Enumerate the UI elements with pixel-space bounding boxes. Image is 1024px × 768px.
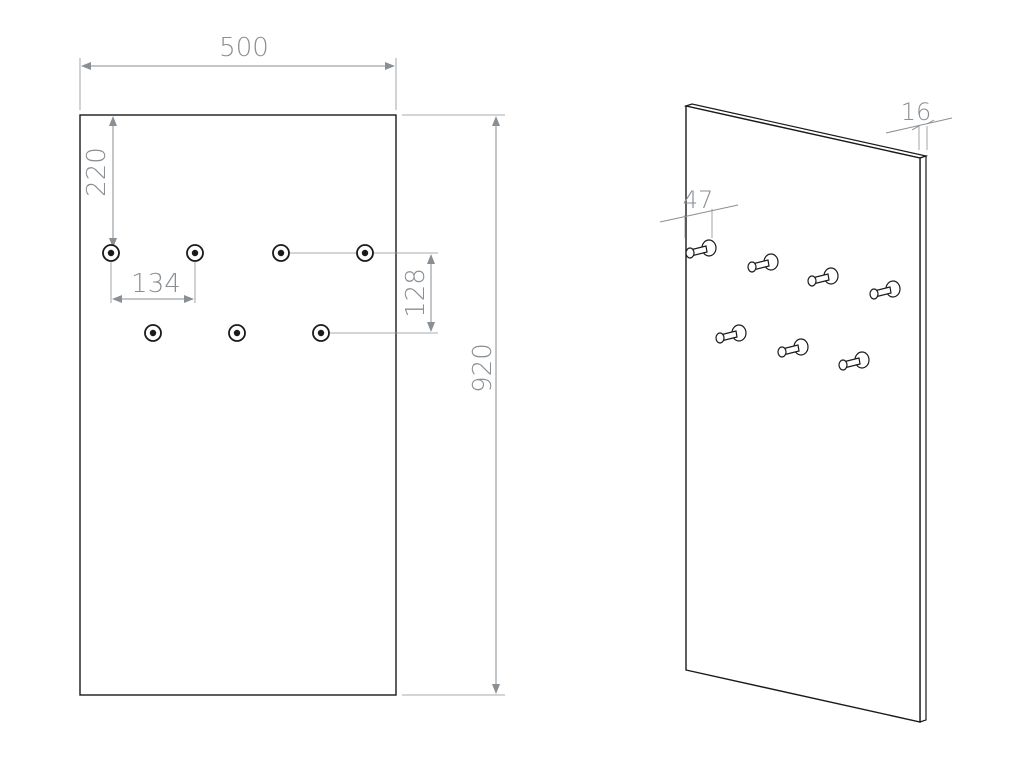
front-hook-bottom-1 (144, 324, 162, 342)
row-spacing-label: 128 (401, 268, 431, 318)
thickness-dimension: 16 (885, 98, 953, 150)
perspective-hook-top-1 (685, 239, 717, 259)
front-hook-top-2 (186, 244, 204, 262)
perspective-hook-bottom-1 (715, 324, 747, 344)
panel-side-edge (919, 155, 927, 723)
front-hook-top-3 (272, 244, 290, 262)
front-hook-top-1 (102, 244, 120, 262)
top-offset-label: 220 (82, 147, 112, 197)
hook-depth-label: 47 (683, 186, 714, 214)
hook-depth-dimension: 47 (659, 186, 739, 238)
front-hook-bottom-3 (312, 324, 330, 342)
width-label: 500 (219, 33, 269, 63)
perspective-hook-bottom-3 (838, 351, 870, 371)
perspective-hook-bottom-2 (777, 338, 809, 358)
height-label: 920 (468, 343, 498, 393)
top-offset-dimension: 220 (82, 116, 117, 248)
perspective-hook-top-4 (869, 280, 901, 300)
front-hook-bottom-2 (228, 324, 246, 342)
hook-spacing-dimension: 134 (110, 262, 196, 303)
front-hook-top-4 (356, 244, 374, 262)
perspective-hook-top-2 (747, 253, 779, 273)
height-dimension: 920 (402, 114, 505, 696)
width-dimension: 500 (79, 33, 397, 110)
front-panel (79, 114, 397, 696)
panel-front-face (685, 105, 921, 723)
perspective-hook-top-3 (807, 267, 839, 287)
hook-spacing-label: 134 (131, 269, 181, 299)
perspective-view: 16 47 (659, 98, 953, 723)
thickness-label: 16 (901, 98, 932, 126)
front-view: 500 920 220 134 128 (79, 33, 505, 696)
